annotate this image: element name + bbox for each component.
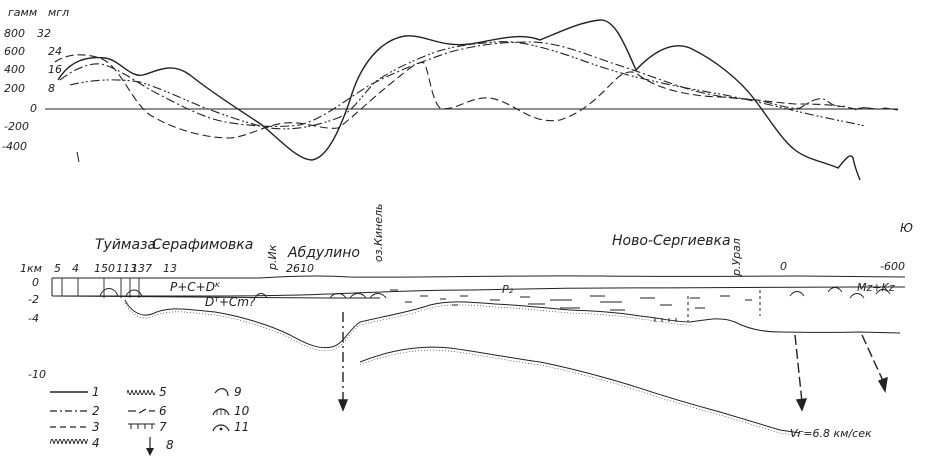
legend-item-5: 5 (127, 385, 167, 399)
well-5: 5 (54, 262, 61, 275)
svg-text:5: 5 (159, 385, 167, 399)
svg-text:2: 2 (92, 404, 100, 418)
ground-surface (52, 275, 906, 279)
river-ural: р.Урал (730, 238, 743, 277)
formation-boundary-top (52, 286, 905, 297)
formation-dtcm: Dᵀ+Cm? (205, 295, 256, 309)
y-axis-secondary-ticks: 32 24 16 8 (37, 27, 62, 95)
formation-pcd: P+C+Dᴷ (170, 280, 221, 294)
y-tick-400: 400 (4, 63, 25, 76)
legend-item-7: 7 (128, 420, 167, 434)
velocity-label: Vг=6.8 км/сек (790, 427, 872, 440)
place-abdulino: Абдулино (287, 245, 360, 261)
formation-mzkz: Mz+Kz (857, 281, 895, 294)
svg-text:1: 1 (92, 385, 100, 399)
svg-text:11: 11 (234, 420, 249, 434)
anomaly-chart: гамм мгл 800 600 400 200 0 -200 -400 32 … (2, 6, 899, 181)
depth-tick-minus10: -10 (28, 368, 46, 381)
basement-surface-lower-hatch (359, 349, 801, 437)
legend-item-2: 2 (50, 404, 100, 418)
axis-unit-gamma: гамм (8, 6, 37, 19)
y-tick-minus200: -200 (4, 120, 29, 133)
basement-surface-lower (359, 346, 801, 434)
fault-arrows (337, 312, 888, 412)
y-tick-200: 200 (4, 82, 25, 95)
well-13: 13 (163, 262, 177, 275)
depth-tick-1km: 1км (20, 262, 42, 275)
svg-text:3: 3 (92, 420, 100, 434)
svg-text:9: 9 (234, 385, 242, 399)
place-tuymaza: Туймаза (95, 237, 156, 253)
place-novo-sergievka: Ново-Сергиевка (612, 233, 731, 249)
svg-text:7: 7 (159, 420, 167, 434)
well-4: 4 (72, 262, 79, 275)
well-137: 137 (131, 262, 152, 275)
svg-text:10: 10 (234, 404, 250, 418)
legend-item-10: 10 (212, 404, 250, 418)
legend-item-6: 6 (128, 404, 167, 418)
river-kinel: оз.Кинель (372, 203, 385, 262)
depth-tick-minus2: -2 (28, 293, 39, 306)
svg-text:6: 6 (159, 404, 167, 418)
y-tick-600: 600 (4, 45, 25, 58)
depth-tick-0: 0 (32, 276, 39, 289)
river-ik: р.Ик (266, 244, 279, 271)
tick-marks (654, 318, 677, 322)
legend-item-8: 8 (146, 437, 174, 456)
y2-tick-32: 32 (37, 27, 51, 40)
legend: 1 2 3 4 5 6 7 (50, 385, 250, 456)
legend-item-1: 1 (50, 385, 100, 399)
y2-tick-16: 16 (48, 63, 62, 76)
well-113: 113 (116, 262, 137, 275)
y-tick-minus400: -400 (2, 140, 27, 153)
well-0: 0 (780, 260, 787, 273)
svg-text:4: 4 (92, 436, 100, 450)
series-dashdot-line (59, 41, 846, 127)
series-solid-line (57, 19, 861, 181)
south-marker: Ю (900, 221, 913, 235)
baseline-wiggle (854, 107, 899, 111)
basement-surface-upper (124, 299, 901, 349)
y-tick-0: 0 (30, 102, 37, 115)
well-verticals (61, 278, 143, 298)
y2-tick-24: 24 (48, 45, 62, 58)
legend-item-4: 4 (50, 436, 100, 450)
left-axis-mark (76, 151, 80, 163)
well-150: 150 (94, 262, 115, 275)
basement-surface-upper-hatch (124, 302, 691, 351)
legend-item-11: 11 (212, 420, 249, 434)
y-tick-800: 800 (4, 27, 25, 40)
depth-tick-minus4: -4 (28, 312, 39, 325)
geological-profile: Туймаза Серафимовка Абдулино Ново-Сергие… (20, 203, 913, 440)
y2-tick-8: 8 (48, 82, 55, 95)
well-2610: 2610 (286, 262, 314, 275)
axis-unit-mgal: мгл (48, 6, 69, 19)
legend-item-3: 3 (50, 420, 100, 434)
legend-item-9: 9 (214, 385, 242, 399)
reflection-dashes (390, 289, 761, 322)
series-longdash-line (54, 54, 861, 139)
well-minus600: -600 (880, 260, 905, 273)
arc-symbols (254, 287, 891, 299)
place-serafimovka: Серафимовка (152, 237, 253, 253)
y-axis-primary-ticks: 800 600 400 200 0 -200 -400 (2, 27, 37, 153)
series-dashdotdot-line (69, 41, 866, 130)
svg-text:8: 8 (166, 438, 174, 452)
formation-p2: P₂ (502, 283, 514, 296)
